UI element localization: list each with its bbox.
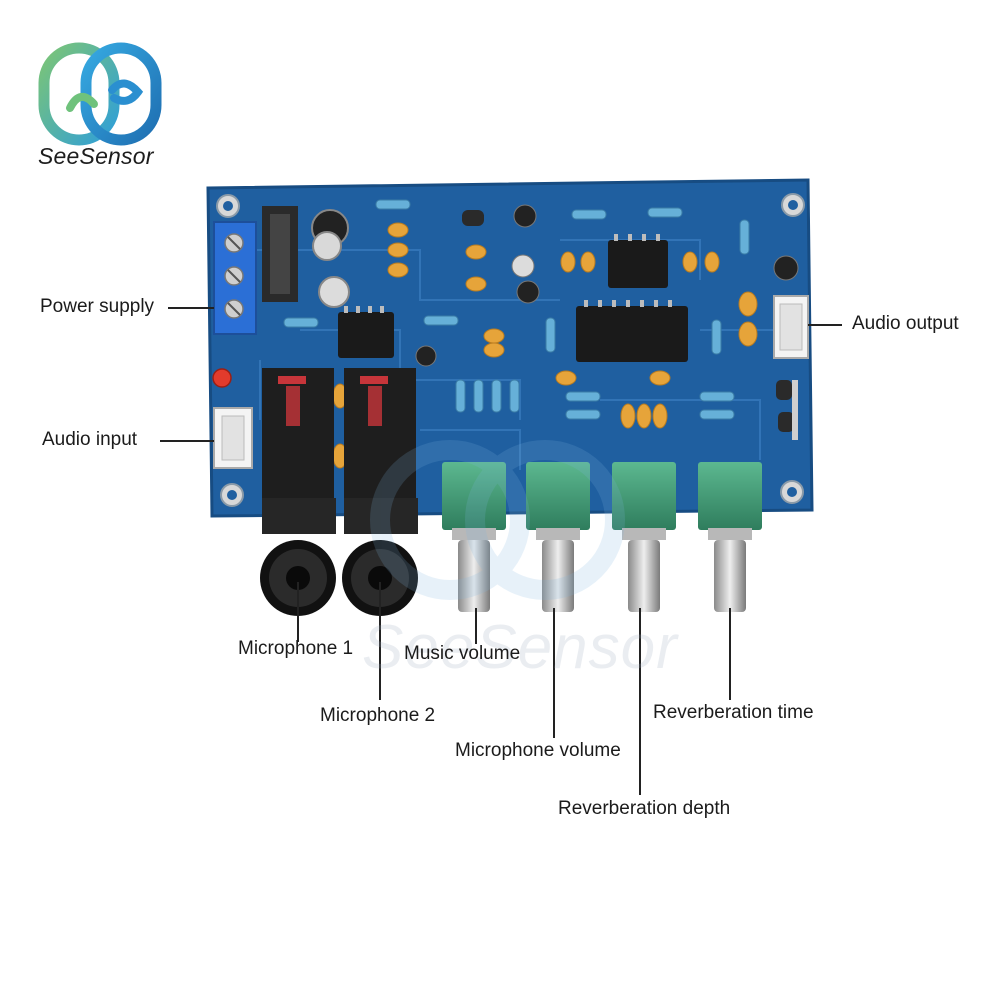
callout-power-supply: Power supply [40, 296, 155, 317]
callout-reverberation-time: Reverberation time [653, 702, 814, 723]
potentiometer-reverberation-depth [612, 462, 676, 612]
callout-microphone-volume: Microphone volume [455, 740, 621, 761]
potentiometer-reverberation-time [698, 462, 762, 612]
callout-music-volume: Music volume [404, 643, 521, 664]
callout-microphone-2: Microphone 2 [320, 705, 436, 726]
callout-audio-output: Audio output [852, 313, 959, 334]
watermark-text: SeeSensor [362, 613, 678, 682]
callout-lines [160, 307, 842, 795]
potentiometer-music-volume [442, 462, 506, 612]
callout-reverberation-depth: Reverberation depth [558, 798, 731, 819]
seesensor-logo-icon [38, 42, 162, 146]
callout-audio-input: Audio input [42, 429, 138, 450]
microphone-jack-2 [342, 368, 418, 616]
watermark-logo-icon [370, 440, 625, 600]
microphone-jack-1 [260, 368, 336, 616]
potentiometer-microphone-volume [526, 462, 590, 612]
brand-name: SeeSensor [38, 143, 154, 169]
callout-microphone-1: Microphone 1 [238, 638, 354, 659]
